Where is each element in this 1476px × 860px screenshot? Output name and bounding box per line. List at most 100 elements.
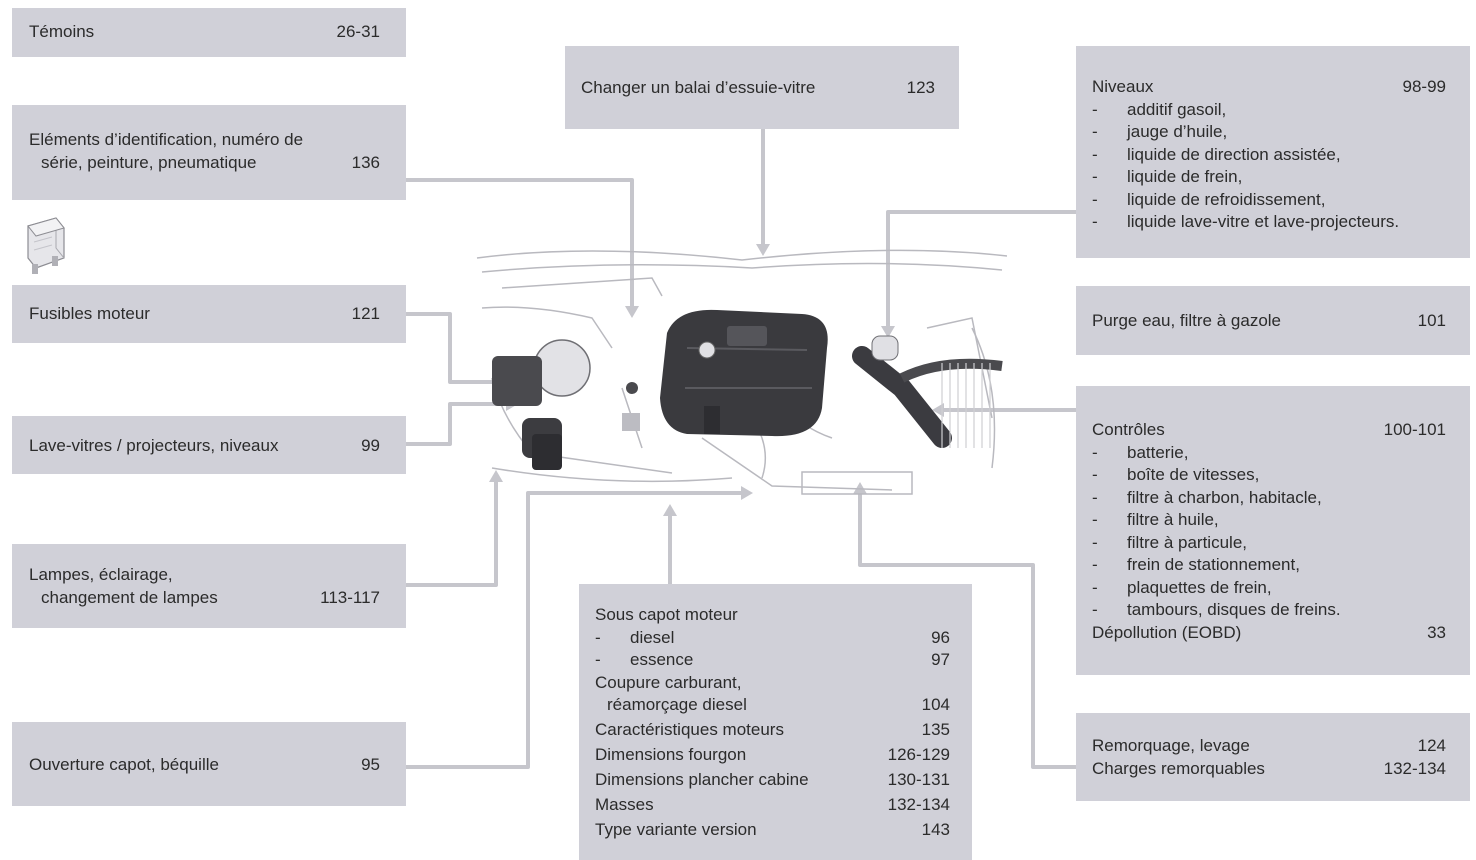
- fusibles-page: 121: [351, 304, 380, 323]
- ouverture-label: Ouverture capot, béquille: [29, 755, 219, 774]
- list-item: - frein de stationnement,: [1092, 554, 1446, 577]
- controles-item: batterie,: [1127, 442, 1189, 462]
- dash: -: [1092, 555, 1098, 574]
- temoins-label: Témoins: [29, 22, 95, 41]
- remorquage-label: Remorquage, levage: [1092, 736, 1250, 755]
- dash: -: [595, 650, 601, 669]
- controles-item: tambours, disques de freins.: [1127, 600, 1341, 619]
- temoins-page: 26-31: [336, 22, 380, 41]
- niveaux-item: liquide de direction assistée,: [1127, 144, 1341, 164]
- sous-capot-row: Dimensions plancher cabine 130-131: [595, 767, 950, 792]
- list-item: - tambours, disques de freins.: [1092, 599, 1446, 622]
- sous-capot-box: Sous capot moteur - diesel 96 - essence …: [579, 584, 972, 860]
- controles-box: Contrôles 100-101 - batterie, - boîte de v…: [1076, 386, 1470, 675]
- controles-item: filtre à huile,: [1127, 510, 1219, 529]
- sous-capot-diesel: diesel: [630, 627, 675, 647]
- controles-item: filtre à charbon, habitacle,: [1127, 487, 1322, 507]
- lampes-box: Lampes, éclairage, changement de lampes …: [12, 544, 406, 628]
- dash: -: [1092, 510, 1098, 529]
- list-item: - liquide de direction assistée,: [1092, 144, 1446, 167]
- list-item: - batterie,: [1092, 442, 1446, 465]
- list-item: - liquide de frein,: [1092, 166, 1446, 189]
- list-item: - plaquettes de frein,: [1092, 577, 1446, 600]
- sous-capot-row: Dimensions fourgon 126-129: [595, 742, 950, 767]
- purge-page: 101: [1417, 311, 1446, 330]
- list-item: - jauge d’huile,: [1092, 121, 1446, 144]
- lave-vitres-box: Lave-vitres / projecteurs, niveaux 99: [12, 416, 406, 474]
- dash: -: [1092, 465, 1098, 484]
- list-item: -additif gasoil,: [1092, 99, 1446, 122]
- fuse-icon: [27, 217, 65, 274]
- controles-page: 100-101: [1383, 420, 1446, 439]
- dash: -: [1092, 442, 1098, 462]
- identification-line2: série, peinture, pneumatique: [41, 152, 257, 172]
- list-item: -filtre à particule,: [1092, 532, 1446, 555]
- fusibles-label: Fusibles moteur: [29, 304, 150, 323]
- remorquage-box: Remorquage, levage 124 Charges remorquab…: [1076, 713, 1470, 801]
- remorquage-row: Remorquage, levage 124: [1092, 735, 1446, 758]
- fusibles-box: Fusibles moteur 121: [12, 285, 406, 343]
- sous-capot-row: Caractéristiques moteurs 135: [595, 717, 950, 742]
- niveaux-item: liquide de refroidissement,: [1127, 189, 1326, 209]
- balai-label: Changer un balai d’essuie-vitre: [581, 78, 816, 97]
- remorquage-row: Charges remorquables 132-134: [1092, 758, 1446, 781]
- dash: -: [1092, 600, 1098, 619]
- coupure-line2: réamorçage diesel: [607, 695, 747, 714]
- list-item: - liquide lave-vitre et lave-projecteurs.: [1092, 211, 1446, 234]
- balai-page: 123: [906, 78, 935, 97]
- sous-capot-row: Type variante version 143: [595, 817, 950, 842]
- list-item: - boîte de vitesses,: [1092, 464, 1446, 487]
- temoins-box: Témoins 26-31: [12, 8, 406, 57]
- list-item: - filtre à charbon, habitacle,: [1092, 487, 1446, 510]
- dash: -: [1092, 212, 1098, 231]
- dash: -: [1092, 577, 1098, 597]
- dash: -: [595, 627, 601, 647]
- dash: -: [1092, 122, 1098, 141]
- lampes-page: 113-117: [320, 587, 380, 607]
- lave-vitres-label: Lave-vitres / projecteurs, niveaux: [29, 436, 279, 455]
- controles-item: plaquettes de frein,: [1127, 577, 1272, 597]
- row-page: 135: [921, 719, 950, 739]
- coupure-page: 104: [921, 695, 950, 714]
- row-label: Caractéristiques moteurs: [595, 719, 784, 739]
- dash: -: [1092, 189, 1098, 209]
- niveaux-box: Niveaux 98-99 -additif gasoil, -jauge d’…: [1076, 46, 1470, 258]
- row-page: 126-129: [887, 744, 950, 764]
- list-item: - liquide de refroidissement,: [1092, 189, 1446, 212]
- dash: -: [1092, 167, 1098, 186]
- niveaux-item: additif gasoil,: [1127, 99, 1227, 119]
- sous-capot-title: Sous capot moteur: [595, 605, 738, 624]
- sous-capot-row: Masses 132-134: [595, 792, 950, 817]
- controles-item: frein de stationnement,: [1127, 555, 1300, 574]
- depollution-page: 33: [1427, 622, 1446, 642]
- depollution-label: Dépollution (EOBD): [1092, 622, 1242, 642]
- lave-vitres-page: 99: [361, 436, 380, 455]
- row-label: Masses: [595, 794, 654, 814]
- balai-box: Changer un balai d’essuie-vitre 123: [565, 46, 959, 129]
- row-page: 143: [921, 819, 950, 839]
- row-label: Dimensions plancher cabine: [595, 769, 809, 789]
- ouverture-box: Ouverture capot, béquille 95: [12, 722, 406, 806]
- niveaux-item: liquide de frein,: [1127, 167, 1243, 186]
- dash: -: [1092, 487, 1098, 507]
- purge-label: Purge eau, filtre à gazole: [1092, 311, 1282, 330]
- controles-item: boîte de vitesses,: [1127, 465, 1260, 484]
- dash: -: [1092, 144, 1098, 164]
- ouverture-page: 95: [361, 755, 380, 774]
- controles-title: Contrôles: [1092, 420, 1165, 439]
- list-item: - filtre à huile,: [1092, 509, 1446, 532]
- remorquage-page: 132-134: [1383, 758, 1446, 778]
- row-label: Dimensions fourgon: [595, 744, 747, 764]
- row-page: 130-131: [887, 769, 950, 789]
- lampes-line2: changement de lampes: [41, 587, 218, 607]
- sous-capot-essence-page: 97: [931, 650, 950, 669]
- engine-bay-illustration: [476, 249, 1008, 495]
- niveaux-item: jauge d’huile,: [1127, 122, 1228, 141]
- sous-capot-diesel-page: 96: [931, 627, 950, 647]
- niveaux-item: liquide lave-vitre et lave-projecteurs.: [1127, 212, 1400, 231]
- row-label: Type variante version: [595, 819, 757, 839]
- coupure-line1: Coupure carburant,: [595, 672, 742, 692]
- niveaux-title: Niveaux: [1092, 77, 1154, 96]
- controles-item: filtre à particule,: [1127, 532, 1247, 552]
- remorquage-page: 124: [1417, 736, 1446, 755]
